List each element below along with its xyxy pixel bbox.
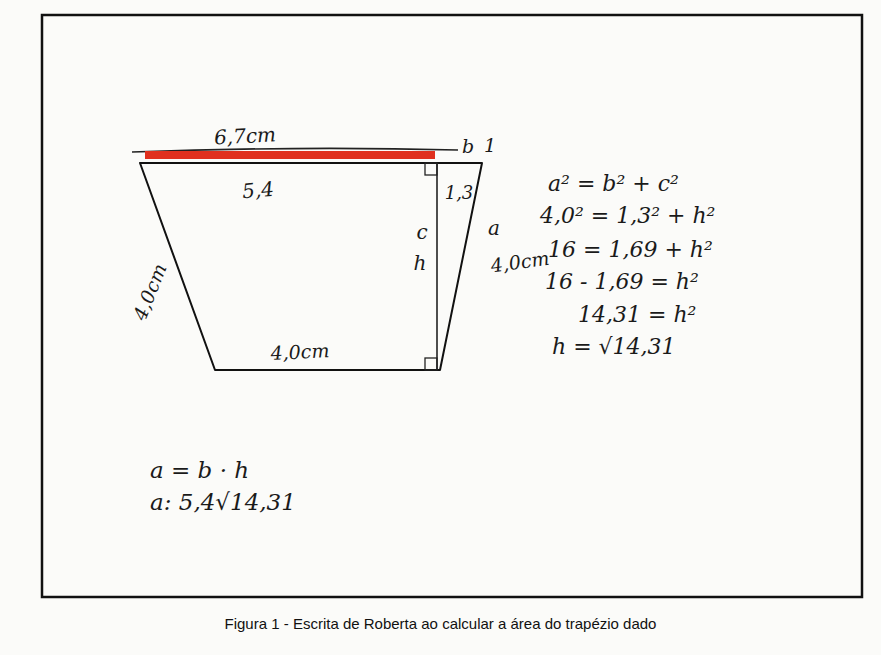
segment-letter: b: [462, 136, 474, 157]
right-angle-mark: [425, 358, 437, 370]
equation: h = √14,31: [552, 335, 676, 359]
equation: 14,31 = h²: [578, 303, 696, 327]
trapezoid-outline: [140, 163, 482, 370]
dimension-label: 4,0cm: [489, 248, 550, 277]
height-line: [436, 163, 438, 370]
equation: 16 - 1,69 = h²: [545, 270, 699, 294]
height-letter: h: [414, 252, 427, 274]
dimension-label: 4,0cm: [129, 261, 170, 323]
equation: 16 = 1,69 + h²: [548, 238, 713, 262]
dimension-label: 4,0cm: [270, 340, 330, 364]
segment-label: 1: [484, 135, 496, 156]
equation: a = b · h: [150, 458, 249, 483]
figure-frame: [42, 15, 862, 597]
equation: a² = b² + c²: [548, 172, 679, 196]
equation: 4,0² = 1,3² + h²: [540, 204, 715, 228]
dimension-label: 1,3: [445, 183, 474, 203]
red-highlight: [145, 151, 435, 159]
side-letter: c: [416, 221, 427, 243]
dimension-label: 5,4: [241, 178, 275, 203]
dimension-label: 6,7cm: [213, 123, 276, 148]
equation: a: 5,4√14,31: [150, 490, 296, 515]
side-letter: a: [488, 217, 500, 239]
figure-caption: Figura 1 - Escrita de Roberta ao calcula…: [0, 615, 881, 632]
right-angle-mark: [425, 163, 437, 175]
